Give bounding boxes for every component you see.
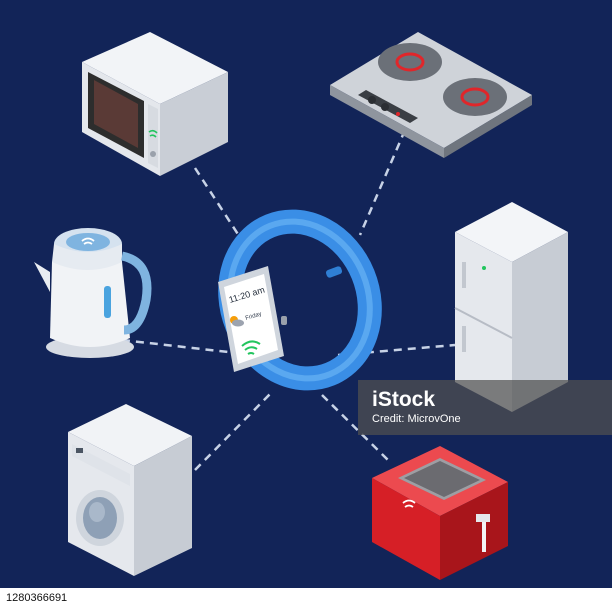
footer-bar: 1280366691	[0, 588, 612, 612]
wifi-icon	[148, 129, 158, 138]
washing-machine	[68, 404, 192, 576]
connector-kettle	[121, 338, 229, 354]
wifi-icon	[241, 340, 261, 355]
connector-toaster	[321, 394, 391, 463]
wifi-icon	[402, 499, 416, 508]
connector-washer	[194, 391, 273, 471]
istock-watermark: iStock Credit: MicrovOne	[358, 380, 612, 435]
toaster	[372, 446, 508, 580]
stock-id: 1280366691	[6, 592, 68, 604]
electric-kettle	[34, 228, 152, 358]
connector-cooktop	[358, 129, 407, 236]
smartwatch: 11:20 am Friday	[218, 209, 382, 391]
smart-home-illustration: 11:20 am Friday	[34, 32, 568, 580]
cloud-sun-icon	[230, 316, 244, 327]
wifi-icon	[81, 237, 95, 245]
electric-cooktop	[330, 32, 532, 158]
refrigerator	[454, 202, 568, 412]
microwave	[82, 32, 228, 176]
watch-day: Friday	[245, 311, 263, 322]
istock-logo: iStock	[372, 388, 436, 411]
credit-text: Credit: MicrovOne	[372, 413, 461, 425]
connector-microwave	[193, 167, 245, 243]
